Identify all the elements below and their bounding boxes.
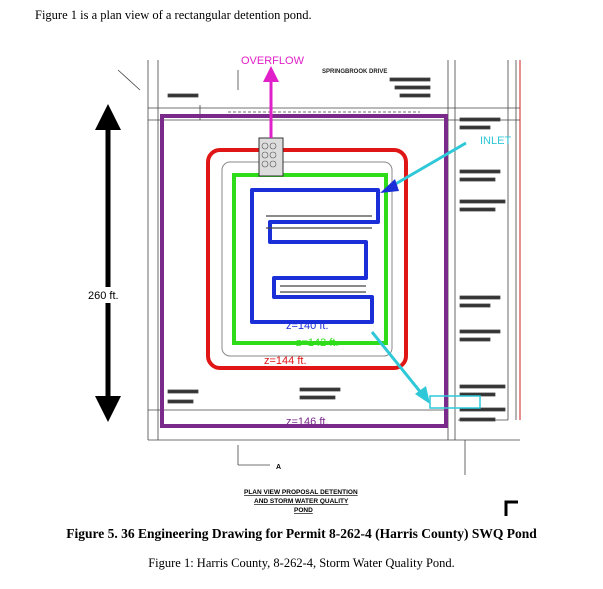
sheet-corner-mark — [504, 500, 518, 516]
base-sketch-lines — [117, 60, 520, 475]
street-label: SPRINGBROOK DRIVE — [322, 69, 387, 75]
overflow-arrow-head — [263, 66, 279, 82]
inlet-arrow-head — [380, 179, 399, 193]
contour-label-z144: z=144 ft. — [264, 355, 307, 367]
overflow-label: OVERFLOW — [241, 55, 305, 67]
dimension-arrow-bottom — [95, 396, 121, 422]
title-block-line-3: POND — [294, 507, 313, 514]
pond-plan-drawing: OVERFLOW SPRINGBROOK DRIVE INLET 260 ft.… — [88, 55, 521, 516]
contour-z142-green — [232, 173, 388, 345]
inlet-arrow-shaft — [391, 141, 467, 188]
title-block-line-1: PLAN VIEW PROPOSAL DETENTION — [244, 489, 358, 496]
figure-caption-bold: Figure 5. 36 Engineering Drawing for Per… — [66, 526, 537, 541]
figure-caption: Figure 1: Harris County, 8-262-4, Storm … — [148, 556, 455, 570]
inlet-label: INLET — [480, 135, 511, 147]
intro-paragraph: Figure 1 is a plan view of a rectangular… — [35, 8, 312, 22]
title-block-line-2: AND STORM WATER QUALITY — [254, 498, 349, 505]
baffle-walls — [266, 215, 372, 293]
dimension-label: 260 ft. — [88, 290, 119, 302]
dimension-arrow-top — [95, 104, 121, 130]
contour-z140-blue-serpentine — [250, 188, 380, 324]
pond-boundary-purple — [160, 114, 448, 428]
outlet-arrow-shaft — [370, 331, 424, 395]
outlet-structure — [429, 395, 481, 409]
section-mark: A — [276, 464, 281, 471]
contour-z144-red — [206, 148, 408, 370]
contour-label-z142: z=142 ft. — [296, 337, 339, 349]
outlet-arrow-head — [415, 386, 430, 404]
pond-bottom-outline — [221, 161, 393, 357]
contour-label-z140: z=140 ft. — [286, 320, 329, 332]
contour-label-z146: z=146 ft. — [286, 416, 329, 428]
